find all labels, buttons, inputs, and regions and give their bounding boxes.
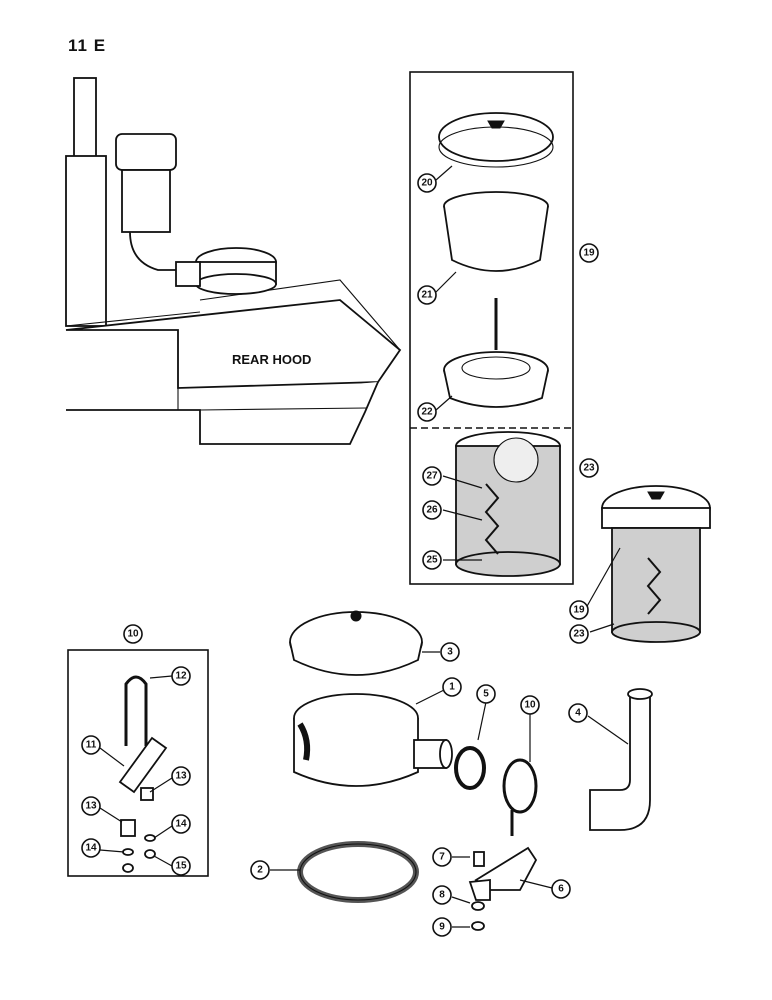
callout-19-assembled: 19 bbox=[569, 600, 589, 620]
callout-21: 21 bbox=[417, 285, 437, 305]
callout-13-left: 13 bbox=[81, 796, 101, 816]
svg-text:8: 8 bbox=[439, 890, 445, 901]
hardware-bolt-nut bbox=[471, 851, 485, 931]
svg-text:10: 10 bbox=[127, 629, 139, 640]
callout-7: 7 bbox=[432, 847, 452, 867]
callout-10: 10 bbox=[520, 695, 540, 715]
callout-20: 20 bbox=[417, 173, 437, 193]
callout-23-assembled: 23 bbox=[569, 624, 589, 644]
callout-8: 8 bbox=[432, 885, 452, 905]
callout-26: 26 bbox=[422, 500, 442, 520]
band-part bbox=[297, 841, 419, 903]
pre-cleaner-exploded-box bbox=[409, 71, 574, 585]
svg-text:25: 25 bbox=[426, 555, 438, 566]
callout-2: 2 bbox=[250, 860, 270, 880]
svg-text:10: 10 bbox=[524, 700, 536, 711]
callout-19: 19 bbox=[579, 243, 599, 263]
svg-text:14: 14 bbox=[85, 843, 97, 854]
callout-14-right: 14 bbox=[171, 814, 191, 834]
callout-13-right: 13 bbox=[171, 766, 191, 786]
callout-25: 25 bbox=[422, 550, 442, 570]
rear-hood-label: REAR HOOD bbox=[232, 352, 311, 367]
callout-23: 23 bbox=[579, 458, 599, 478]
callout-11: 11 bbox=[81, 735, 101, 755]
callout-15: 15 bbox=[171, 856, 191, 876]
svg-text:9: 9 bbox=[439, 922, 445, 933]
svg-text:21: 21 bbox=[421, 290, 433, 301]
clamp-part bbox=[454, 746, 486, 790]
svg-text:6: 6 bbox=[558, 884, 564, 895]
page-title: 11 E bbox=[68, 36, 107, 55]
callout-4: 4 bbox=[568, 703, 588, 723]
svg-text:3: 3 bbox=[447, 647, 453, 658]
svg-text:26: 26 bbox=[426, 505, 438, 516]
svg-text:23: 23 bbox=[573, 629, 585, 640]
tractor-hood-illustration: REAR HOOD bbox=[65, 77, 402, 445]
callout-12: 12 bbox=[171, 666, 191, 686]
elbow-part bbox=[589, 688, 653, 831]
callout-22: 22 bbox=[417, 402, 437, 422]
svg-text:19: 19 bbox=[583, 248, 595, 259]
svg-text:13: 13 bbox=[85, 801, 97, 812]
body-part bbox=[293, 693, 453, 787]
svg-text:7: 7 bbox=[439, 852, 445, 863]
pre-cleaner-assembled bbox=[601, 485, 711, 643]
svg-text:23: 23 bbox=[583, 463, 595, 474]
svg-text:12: 12 bbox=[175, 671, 187, 682]
callout-5: 5 bbox=[476, 684, 496, 704]
svg-text:19: 19 bbox=[573, 605, 585, 616]
svg-text:4: 4 bbox=[575, 708, 581, 719]
svg-text:2: 2 bbox=[257, 865, 263, 876]
callout-9: 9 bbox=[432, 917, 452, 937]
callout-6: 6 bbox=[551, 879, 571, 899]
callout-1: 1 bbox=[442, 677, 462, 697]
svg-text:15: 15 bbox=[175, 861, 187, 872]
svg-text:27: 27 bbox=[426, 471, 438, 482]
svg-text:5: 5 bbox=[483, 689, 489, 700]
svg-text:1: 1 bbox=[449, 682, 455, 693]
svg-text:14: 14 bbox=[175, 819, 187, 830]
leader-lines bbox=[99, 165, 629, 928]
callout-27: 27 bbox=[422, 466, 442, 486]
bracket-part bbox=[468, 846, 538, 901]
svg-text:22: 22 bbox=[421, 407, 433, 418]
svg-text:20: 20 bbox=[421, 178, 433, 189]
mount-kit-box bbox=[67, 649, 209, 877]
callout-3: 3 bbox=[440, 642, 460, 662]
callout-14-left: 14 bbox=[81, 838, 101, 858]
svg-text:11: 11 bbox=[86, 740, 97, 751]
mount-clamp-part bbox=[502, 758, 538, 836]
callout-10-group: 10 bbox=[123, 624, 143, 644]
svg-text:13: 13 bbox=[175, 771, 187, 782]
cover-part bbox=[289, 610, 423, 676]
